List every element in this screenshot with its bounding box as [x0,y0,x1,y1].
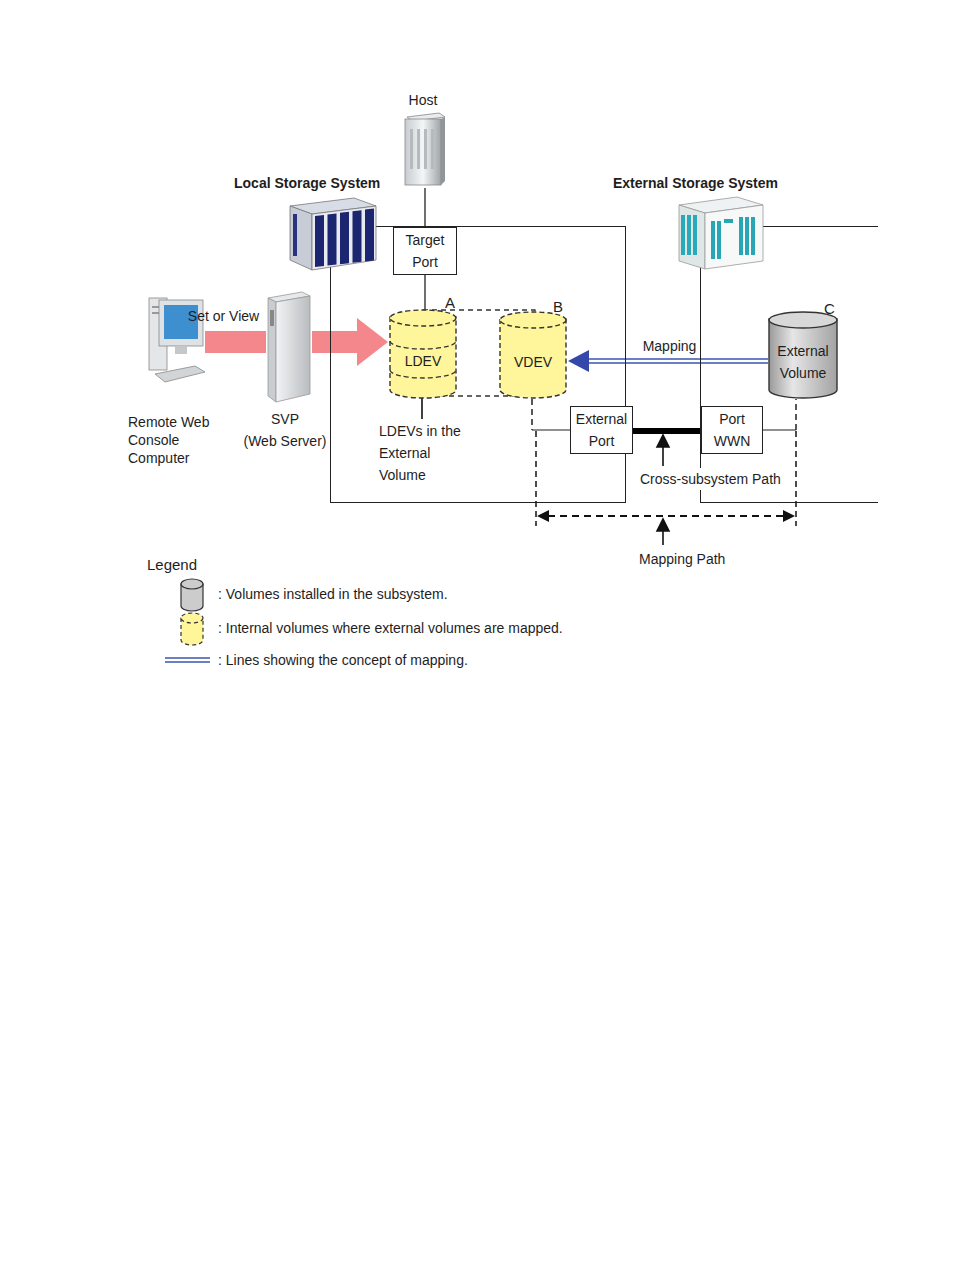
storage-system-icon [677,191,767,271]
port-box: Target Port [393,227,457,275]
callout-text: LDEVs in the External Volume [379,420,479,486]
svp-label: (Web Server) [242,430,328,452]
connector [425,188,426,227]
legend-swatch [178,578,206,614]
callout-text: Mapping Path [639,548,725,570]
connector [532,399,570,430]
edge-label: Mapping [643,337,697,355]
system-heading: Local Storage System [234,175,380,191]
connector [425,275,426,309]
storage-system-icon [284,194,380,272]
external-volume-cylinder: External Volume [768,311,838,399]
volume-label: LDEV [402,350,445,372]
svp-server: SVP(Web Server) [266,290,312,402]
server-icon [401,111,447,187]
legend-text: : Volumes installed in the subsystem. [218,585,448,603]
port-box: Port WWN [701,406,763,454]
legend-text: : Lines showing the concept of mapping. [218,651,468,669]
connector [763,399,796,430]
computer-label: Remote Web Console Computer [128,413,240,467]
legend-swatch [178,612,206,648]
callout-letter: A [445,292,455,314]
console-computer: Remote Web Console Computer [145,290,205,385]
port-label: Target Port [394,229,456,273]
leader-arrow [416,374,669,545]
host-label: Host [398,92,448,108]
mapping-arrow [568,350,768,372]
connector [633,431,701,432]
svp-label-group: SVP(Web Server) [242,408,328,452]
svp-server-icon [266,290,314,404]
volume-label: External Volume [768,340,838,384]
legend-line-sample [165,658,210,662]
storage-system-box: Local Storage SystemTarget PortLDEVVDEVE… [330,226,626,503]
set-or-view-arrow [205,331,266,353]
volume-label: VDEV [511,351,555,373]
port-box: External Port [570,406,633,454]
port-label: Port WWN [702,408,762,452]
set-or-view-arrow [312,318,388,366]
computer-icon [145,290,209,386]
storage-system-box: External Storage SystemPort WWNExternal … [700,226,878,503]
ldev-cylinder: LDEV [389,309,457,399]
vdev-cylinder: VDEV [499,311,567,399]
callout-text: Cross-subsystem Path [638,468,783,490]
port-label: External Port [571,408,632,452]
host-server: Host [398,92,448,188]
system-heading: External Storage System [613,175,778,191]
legend-text: : Internal volumes where external volume… [218,619,563,637]
legend-title: Legend [147,554,197,576]
svp-label: SVP [242,408,328,430]
